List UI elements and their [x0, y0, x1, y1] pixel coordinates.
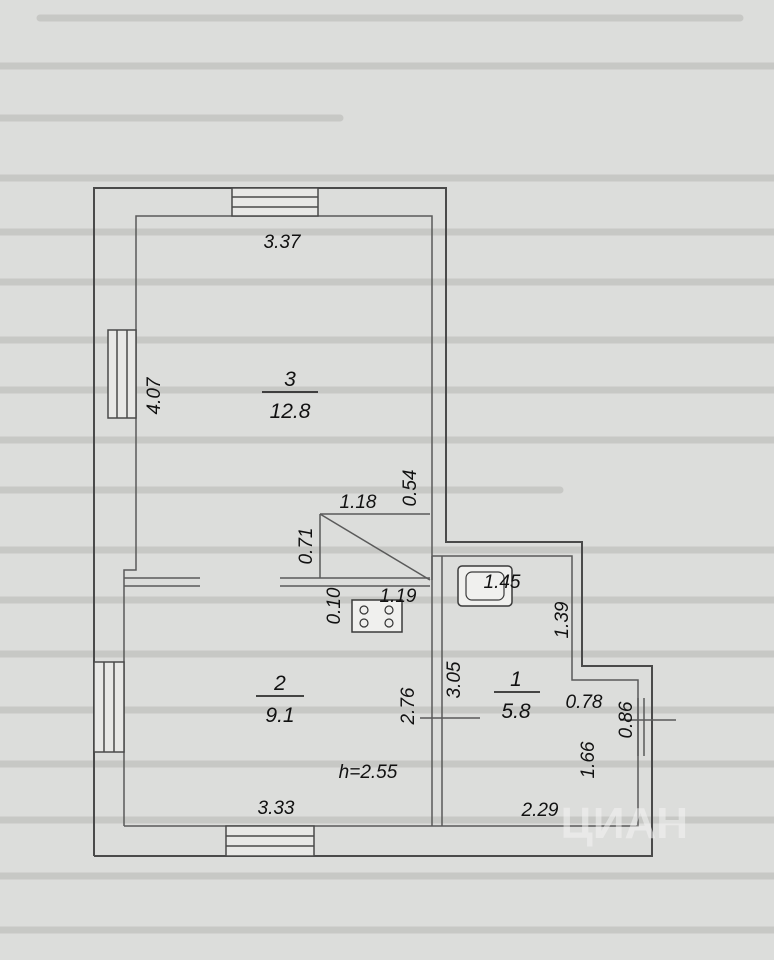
window-bottom	[225, 825, 315, 857]
niche-diagonal	[319, 513, 431, 581]
dim-room1-top: 1.45	[484, 572, 521, 593]
room-area: 5.8	[501, 700, 531, 723]
dim-room2-left: 2.76	[398, 687, 419, 725]
dim-room3-left: 4.07	[144, 376, 165, 414]
room-3-label: 3 12.8	[262, 368, 318, 423]
dim-room1-bottom: 2.29	[521, 800, 559, 821]
ceiling-height: h=2.55	[339, 762, 398, 783]
room1-inner-wall	[432, 555, 639, 827]
dim-partition-lower: 1.19	[380, 586, 417, 607]
dim-room3-top: 3.37	[264, 232, 302, 253]
sink-icon	[457, 565, 513, 607]
windows	[93, 187, 319, 857]
room-2-label: 2 9.1	[256, 672, 304, 727]
dim-partition-right: 0.54	[400, 470, 421, 507]
inner-wall-left	[123, 215, 433, 826]
window-left-lower	[93, 661, 125, 753]
room-number: 2	[273, 672, 286, 695]
window-top	[231, 187, 319, 217]
stove-icon	[351, 599, 403, 633]
dim-room2-bottom: 3.33	[258, 798, 295, 819]
outer-wall	[93, 187, 653, 857]
dim-room1-step: 0.78	[566, 692, 603, 713]
window-left-upper	[107, 329, 137, 419]
dim-room1-right-upper: 1.39	[552, 601, 573, 638]
watermark: ЦИАН	[561, 799, 688, 848]
dim-partition-top: 1.18	[340, 492, 377, 513]
room-number: 1	[510, 668, 522, 691]
dimension-labels: 3.37 4.07 1.18 0.54 0.71 1.19 0.10 2.76 …	[144, 232, 637, 821]
dim-partition-left: 0.71	[296, 528, 317, 565]
dim-room1-door: 0.86	[616, 701, 637, 738]
dim-room1-right-lower: 1.66	[578, 741, 599, 778]
room-area: 9.1	[265, 704, 294, 727]
room-area: 12.8	[270, 400, 311, 423]
dim-room1-left: 3.05	[444, 661, 465, 698]
background-text-lines	[0, 14, 774, 934]
room-number: 3	[284, 368, 296, 391]
door-room1	[620, 698, 676, 756]
walls	[93, 187, 653, 857]
dim-partition-gap: 0.10	[324, 587, 345, 624]
room-1-label: 1 5.8	[494, 668, 540, 723]
